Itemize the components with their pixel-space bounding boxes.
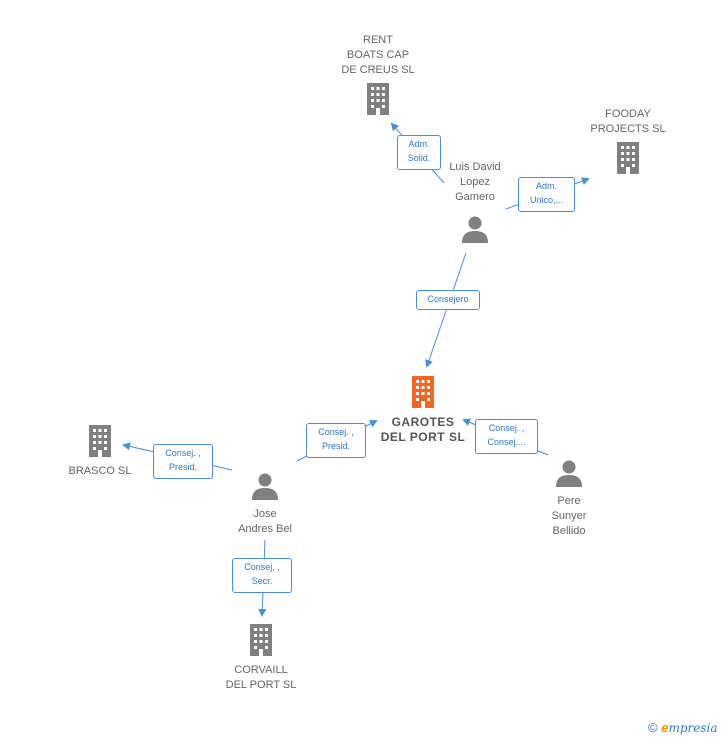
person-icon <box>252 473 278 500</box>
node-pere[interactable]: Pere Sunyer Bellido <box>519 457 619 539</box>
garotes-label: GAROTES DEL PORT SL <box>380 415 466 444</box>
node-luis[interactable]: Luis David Lopez Gamero <box>425 160 525 250</box>
node-garotes[interactable]: GAROTES DEL PORT SL <box>363 374 483 445</box>
brand-logo-e: e <box>661 720 669 735</box>
building-icon <box>250 624 272 656</box>
brand-logo-text: mpresia <box>668 721 718 735</box>
edge-label-jose-garotes[interactable]: Consej. , Presid. <box>306 423 366 458</box>
building-icon <box>617 142 639 174</box>
rent-boats-label: RENT BOATS CAP DE CREUS SL <box>341 34 415 76</box>
brasco-label: BRASCO SL <box>68 465 132 477</box>
footer-brand: © empresia <box>648 720 718 735</box>
person-icon <box>556 460 582 487</box>
pere-label: Pere Sunyer Bellido <box>551 495 587 537</box>
copyright-symbol: © <box>648 720 658 735</box>
edge-label-luis-fooday[interactable]: Adm. Unico,... <box>518 177 575 212</box>
person-icon <box>462 216 488 243</box>
fooday-label: FOODAY PROJECTS SL <box>590 108 666 135</box>
building-icon <box>412 376 434 408</box>
edge-label-jose-brasco[interactable]: Consej. , Presid. <box>153 444 213 479</box>
building-icon <box>367 83 389 115</box>
corvaill-label: CORVAILL DEL PORT SL <box>225 664 297 691</box>
edge-label-pere-garotes[interactable]: Consej. , Consej.... <box>475 419 538 454</box>
node-corvaill[interactable]: CORVAILL DEL PORT SL <box>201 622 321 693</box>
edge-label-luis-rent[interactable]: Adm. Solid. <box>397 135 441 170</box>
building-icon <box>89 425 111 457</box>
node-jose[interactable]: Jose Andres Bel <box>215 470 315 537</box>
jose-label: Jose Andres Bel <box>238 508 292 535</box>
luis-label: Luis David Lopez Gamero <box>449 161 501 203</box>
node-rent-boats[interactable]: RENT BOATS CAP DE CREUS SL <box>318 33 438 122</box>
edge-label-jose-corvaill[interactable]: Consej. , Secr. <box>232 558 292 593</box>
node-brasco[interactable]: BRASCO SL <box>50 423 150 479</box>
node-fooday[interactable]: FOODAY PROJECTS SL <box>568 107 688 181</box>
edge-label-luis-garotes[interactable]: Consejero <box>416 290 480 310</box>
